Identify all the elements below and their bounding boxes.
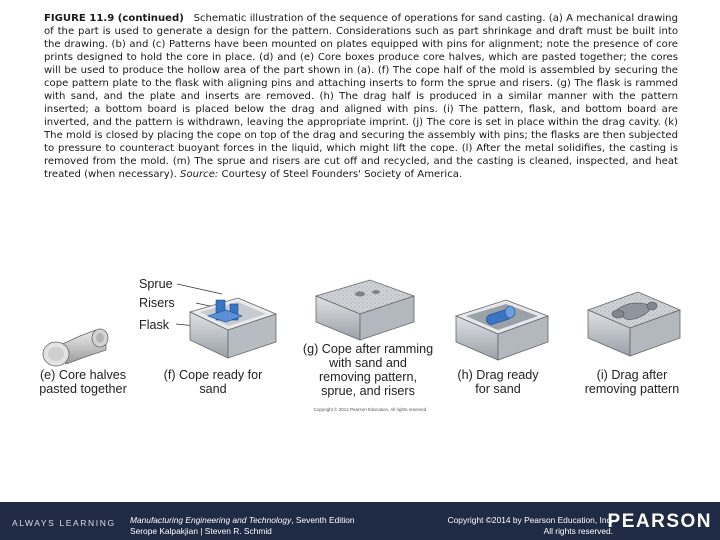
caption-source-label: Source:: [180, 169, 219, 180]
cope-ready-illustration: [175, 283, 278, 359]
panel-e-label: (e) Core halves pasted together: [39, 368, 127, 396]
drag-imprint-illustration: [586, 291, 682, 357]
publisher-copyright: Copyright ©2014 by Pearson Education, In…: [447, 515, 613, 536]
flask-callout: Flask: [139, 318, 170, 332]
panel-h-label: (h) Drag ready for sand: [457, 368, 539, 396]
book-authors: Serope Kalpakjian | Steven R. Schmid: [130, 526, 272, 536]
figure-caption: FIGURE 11.9 (continued) Schematic illust…: [44, 12, 678, 181]
always-learning-tagline: ALWAYS LEARNING: [12, 518, 116, 528]
book-citation: Manufacturing Engineering and Technology…: [130, 515, 355, 537]
pearson-logo: PEARSON: [607, 511, 712, 532]
caption-source-text: Courtesy of Steel Founders' Society of A…: [221, 169, 463, 180]
cope-rammed-illustration: [314, 279, 416, 341]
panel-f-label: (f) Cope ready for sand: [163, 368, 263, 396]
sprue-callout: Sprue: [139, 277, 173, 291]
panel-i-label: (i) Drag after removing pattern: [584, 368, 680, 396]
drag-ready-illustration: [454, 299, 550, 361]
book-title: Manufacturing Engineering and Technology: [130, 515, 292, 525]
risers-callout: Risers: [139, 296, 175, 310]
book-edition: , Seventh Edition: [291, 515, 355, 525]
panel-g-label: (g) Cope after ramming with sand and rem…: [302, 342, 434, 398]
core-halves-illustration: [42, 328, 109, 367]
footer-bar: ALWAYS LEARNING Manufacturing Engineerin…: [0, 502, 720, 540]
figure-copyright: Copyright © 2014 Pearson Education, All …: [313, 407, 427, 412]
caption-text: Schematic illustration of the sequence o…: [44, 13, 678, 180]
caption-heading: FIGURE 11.9 (continued): [44, 13, 184, 24]
